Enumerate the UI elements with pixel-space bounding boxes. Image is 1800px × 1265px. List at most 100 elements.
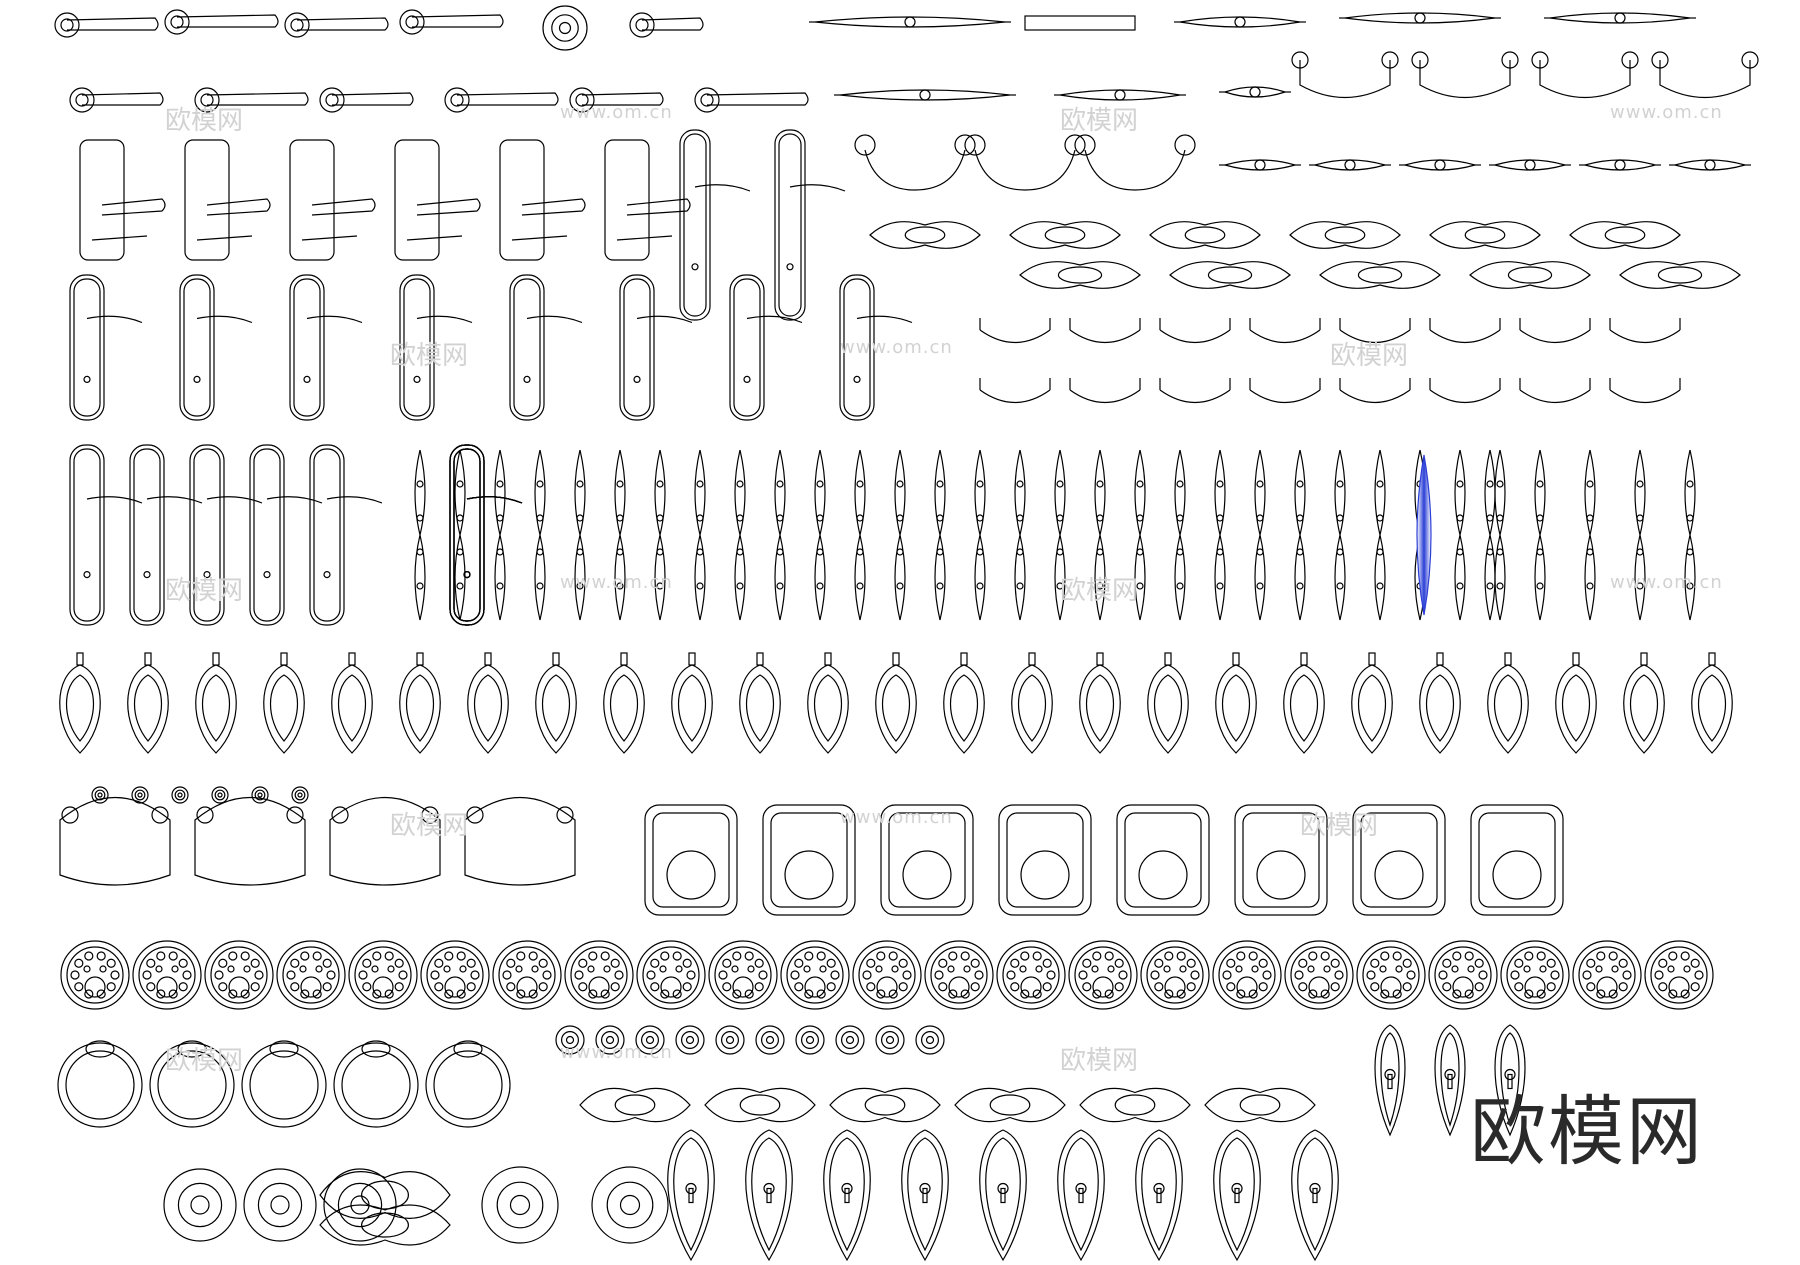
- escutcheon-icon: [1009, 221, 1121, 249]
- escutcheon-icon: [1334, 449, 1346, 621]
- escutcheon-icon: [1494, 1024, 1526, 1137]
- backplate-icon: [249, 444, 323, 626]
- ring-knocker-icon: [149, 1040, 235, 1128]
- escutcheon-icon: [894, 449, 906, 621]
- knob-icon: [591, 1166, 669, 1244]
- pull-handle-icon: [1519, 318, 1591, 343]
- ring-knocker-icon: [1147, 652, 1189, 754]
- watermark-cn: 欧模网: [165, 576, 244, 606]
- knob-icon: [291, 786, 309, 804]
- escutcheon-icon: [1684, 449, 1696, 621]
- escutcheon-icon: [494, 449, 506, 621]
- lion-knocker-icon: [420, 940, 490, 1010]
- escutcheon-icon: [1149, 221, 1261, 249]
- pull-handle-icon: [979, 378, 1051, 403]
- ring-knocker-icon: [1555, 652, 1597, 754]
- escutcheon-icon: [654, 449, 666, 621]
- escutcheon-icon: [694, 449, 706, 621]
- escutcheon-icon: [534, 449, 546, 621]
- lion-knocker-icon: [1428, 940, 1498, 1010]
- ring-knocker-icon: [1079, 652, 1121, 754]
- ring-knocker-icon: [263, 652, 305, 754]
- lion-knocker-icon: [1140, 940, 1210, 1010]
- backplate-icon: [289, 139, 376, 261]
- ring-knocker-icon: [1623, 652, 1665, 754]
- backplate-icon: [394, 139, 481, 261]
- watermark-cn: 欧模网: [165, 1046, 244, 1076]
- watermark-cn: 欧模网: [390, 811, 469, 841]
- escutcheon-icon: [319, 1171, 451, 1219]
- lever-handle-icon: [69, 87, 164, 113]
- escutcheon-icon: [414, 449, 426, 621]
- escutcheon-icon: [1204, 1087, 1316, 1123]
- knob-icon: [675, 1025, 705, 1055]
- ring-knocker-icon: [467, 652, 509, 754]
- backplate-icon: [449, 444, 523, 626]
- escutcheon-icon: [1429, 221, 1541, 249]
- knob-icon: [915, 1025, 945, 1055]
- ring-knocker-icon: [671, 652, 713, 754]
- pull-handle-icon: [1024, 15, 1136, 31]
- ring-knocker-icon: [1011, 652, 1053, 754]
- escutcheon-icon: [667, 1129, 715, 1262]
- pull-handle-icon: [1531, 51, 1639, 99]
- escutcheon-icon: [1454, 449, 1466, 621]
- ring-knocker-icon: [739, 652, 781, 754]
- escutcheon-icon: [1294, 449, 1306, 621]
- watermark-cn: 欧模网: [1060, 1046, 1139, 1076]
- pull-handle-icon: [464, 796, 576, 886]
- backplate-icon: [762, 804, 856, 916]
- lion-knocker-icon: [924, 940, 994, 1010]
- escutcheon-icon: [854, 449, 866, 621]
- backplate-icon: [129, 444, 203, 626]
- escutcheon-icon: [1484, 449, 1496, 621]
- backplate-icon: [998, 804, 1092, 916]
- knob-icon: [555, 1025, 585, 1055]
- pull-handle-icon: [854, 134, 976, 191]
- escutcheon-icon: [869, 221, 981, 249]
- knob-icon: [243, 1168, 317, 1242]
- watermark-cn: 欧模网: [165, 106, 244, 136]
- ring-knocker-icon: [399, 652, 441, 754]
- backplate-icon: [839, 274, 913, 421]
- ring-knocker-icon: [57, 1040, 143, 1128]
- backplate-icon: [604, 139, 691, 261]
- lion-knocker-icon: [276, 940, 346, 1010]
- lever-handle-icon: [164, 9, 279, 35]
- ring-knocker-icon: [807, 652, 849, 754]
- ring-knocker-icon: [331, 652, 373, 754]
- backplate-icon: [69, 444, 143, 626]
- backplate-icon: [449, 444, 523, 626]
- ring-knocker-icon: [1487, 652, 1529, 754]
- knob-icon: [91, 786, 109, 804]
- backplate-icon: [189, 444, 263, 626]
- pull-handle-icon: [1411, 51, 1519, 99]
- backplate-icon: [449, 444, 523, 626]
- escutcheon-icon: [1584, 449, 1596, 621]
- backplate-icon: [309, 444, 383, 626]
- pull-handle-icon: [59, 796, 171, 886]
- lion-knocker-icon: [1356, 940, 1426, 1010]
- escutcheon-icon: [1019, 261, 1141, 289]
- lion-knocker-icon: [132, 940, 202, 1010]
- knob-icon: [635, 1025, 665, 1055]
- pull-handle-icon: [1429, 318, 1501, 343]
- escutcheon-icon: [734, 449, 746, 621]
- ring-knocker-icon: [241, 1040, 327, 1128]
- escutcheon-icon: [1434, 1024, 1466, 1137]
- pull-handle-icon: [1651, 51, 1759, 99]
- knob-icon: [795, 1025, 825, 1055]
- lever-handle-icon: [694, 87, 809, 113]
- ring-knocker-icon: [1419, 652, 1461, 754]
- lion-knocker-icon: [1284, 940, 1354, 1010]
- backplate-icon: [1352, 804, 1446, 916]
- pull-handle-icon: [1429, 378, 1501, 403]
- escutcheon-icon: [1374, 449, 1386, 621]
- backplate-icon: [289, 274, 363, 421]
- escutcheon-icon: [1254, 449, 1266, 621]
- escutcheon-icon: [774, 449, 786, 621]
- backplate-icon: [774, 129, 846, 321]
- pull-handle-icon: [1519, 378, 1591, 403]
- accent-handle-icon: [1416, 454, 1432, 616]
- pull-handle-icon: [1219, 159, 1301, 171]
